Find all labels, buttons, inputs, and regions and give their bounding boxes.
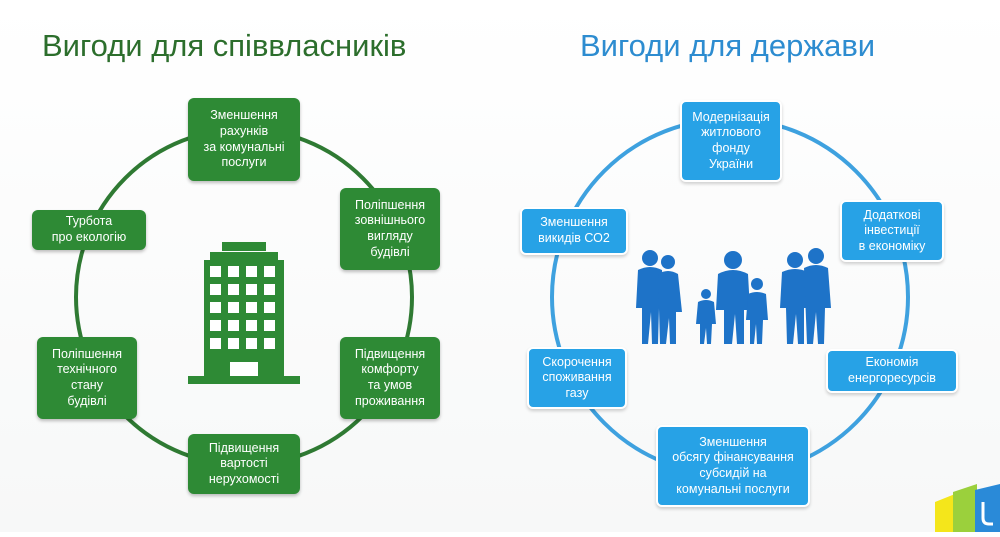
building-window xyxy=(246,338,257,349)
building-window xyxy=(246,302,257,313)
left-node-appearance: Поліпшення зовнішнього вигляду будівлі xyxy=(340,188,440,270)
building-window xyxy=(246,284,257,295)
left-title: Вигоди для співвласників xyxy=(42,28,407,63)
building-window xyxy=(246,320,257,331)
building-window xyxy=(264,266,275,277)
corner-logo-icon xyxy=(933,484,1000,532)
building-window xyxy=(228,338,239,349)
right-node-energy-saving: Економія енергоресурсів xyxy=(826,349,958,393)
apartment-building-icon xyxy=(186,240,302,391)
building-window xyxy=(264,320,275,331)
building-window xyxy=(210,284,221,295)
right-node-co2-emissions: Зменшення викидів СО2 xyxy=(520,207,628,255)
family-silhouette-icon xyxy=(632,248,832,351)
building-window xyxy=(228,320,239,331)
right-title: Вигоди для держави xyxy=(580,28,876,63)
building-window xyxy=(228,266,239,277)
building-window xyxy=(210,320,221,331)
building-window xyxy=(246,266,257,277)
building-window xyxy=(264,302,275,313)
building-window xyxy=(228,302,239,313)
left-node-comfort: Підвищення комфорту та умов проживання xyxy=(340,337,440,419)
building-window xyxy=(264,338,275,349)
left-node-bills: Зменшення рахунків за комунальні послуги xyxy=(188,98,300,181)
right-node-gas-consumption: Скорочення споживання газу xyxy=(527,347,627,409)
building-window xyxy=(264,284,275,295)
building-window xyxy=(210,266,221,277)
left-node-ecology: Турбота про екологію xyxy=(32,210,146,250)
left-node-technical-state: Поліпшення технічного стану будівлі xyxy=(37,337,137,419)
right-node-investments: Додаткові інвестиції в економіку xyxy=(840,200,944,262)
right-node-housing-modernization: Модернізація житлового фонду України xyxy=(680,100,782,182)
left-node-property-value: Підвищення вартості нерухомості xyxy=(188,434,300,494)
building-window xyxy=(210,302,221,313)
building-window xyxy=(228,284,239,295)
building-window xyxy=(210,338,221,349)
right-node-subsidies: Зменшення обсягу фінансування субсидій н… xyxy=(656,425,810,507)
